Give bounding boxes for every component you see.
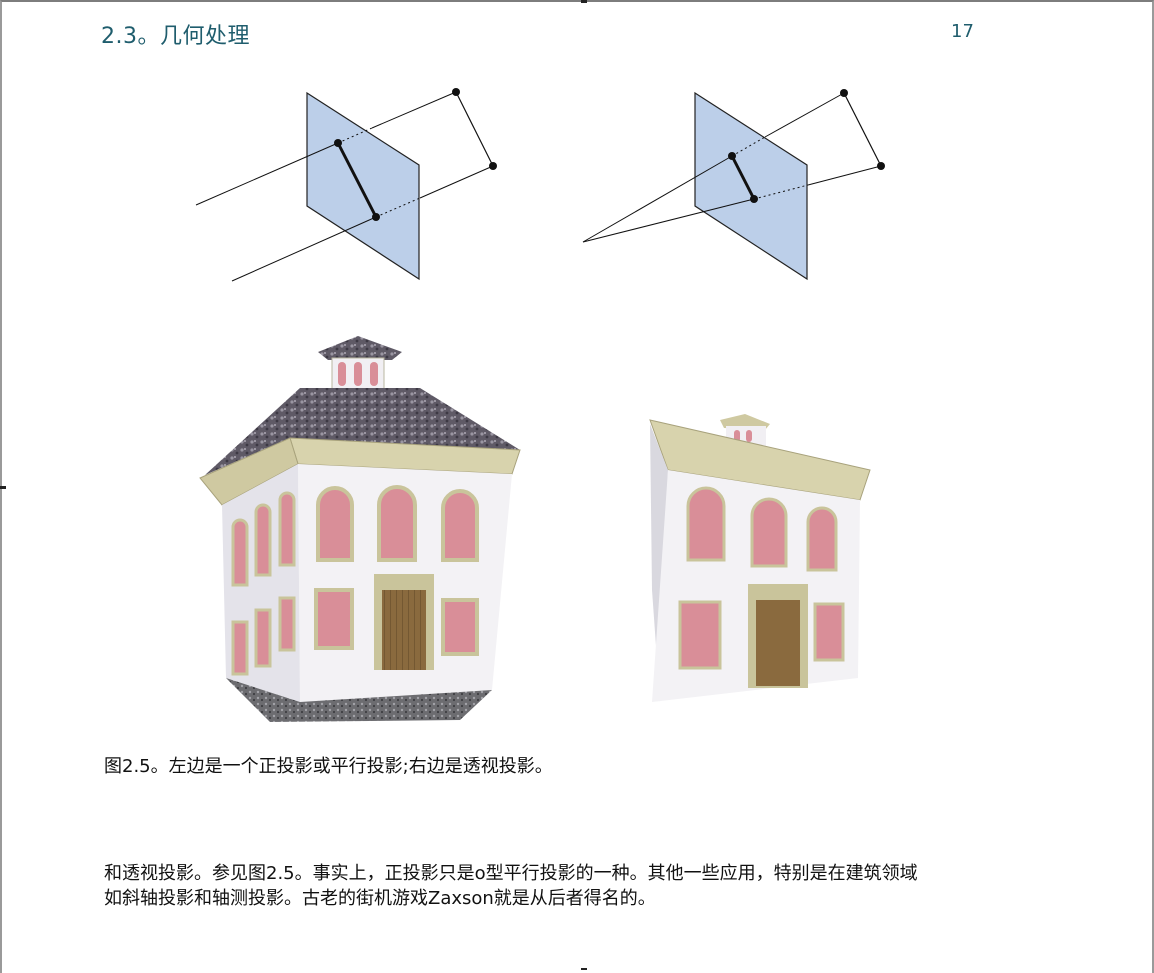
orthographic-projection-diagram — [195, 88, 497, 282]
projected-segment — [730, 155, 756, 200]
vertex-point — [750, 195, 758, 203]
projector-line — [195, 142, 339, 206]
house-perspective-illustration — [649, 414, 871, 702]
projector-line — [337, 127, 373, 144]
cupola — [318, 336, 402, 391]
page-edge-marker — [0, 486, 6, 489]
side-windows — [231, 491, 296, 676]
projection-plane — [306, 91, 420, 281]
page-edge-marker — [581, 0, 587, 3]
projection-plane — [694, 91, 808, 281]
house-orthographic-illustration — [199, 336, 521, 722]
vertex-point — [372, 213, 380, 221]
projector-line — [807, 165, 882, 186]
projector-line — [371, 91, 457, 129]
window-row-lower — [678, 600, 845, 670]
object-segment — [455, 91, 494, 167]
section-heading: 2.3。几何处理 — [101, 24, 250, 49]
vertex-point — [877, 162, 885, 170]
vertex-point — [452, 88, 460, 96]
projector-line — [764, 92, 845, 138]
projector-line — [731, 136, 766, 157]
vertex-point — [489, 162, 497, 170]
vertex-point — [840, 89, 848, 97]
body-line: 如斜轴投影和轴测投影。古老的街机游戏Zaxson就是从后者得名的。 — [104, 888, 656, 909]
page-edge-marker — [581, 968, 587, 970]
vertex-point — [728, 152, 736, 160]
window-row-upper — [316, 485, 479, 562]
vertex-point — [334, 139, 342, 147]
projection-diagrams — [195, 88, 885, 282]
projector-line — [231, 216, 377, 282]
projector-line — [753, 184, 809, 200]
projector-line — [582, 198, 755, 243]
perspective-projection-diagram — [582, 89, 885, 281]
wall-side — [650, 424, 668, 702]
projected-segment — [336, 142, 378, 218]
projector-line — [419, 165, 494, 199]
figure-caption: 图2.5。左边是一个正投影或平行投影;右边是透视投影。 — [104, 756, 553, 777]
window-row-lower — [314, 588, 479, 656]
object-segment — [843, 92, 882, 167]
front-door — [748, 584, 808, 688]
projector-line — [582, 155, 733, 243]
body-paragraph: 和透视投影。参见图2.5。事实上，正投影只是o型平行投影的一种。其他一些应用，特… — [104, 861, 918, 911]
window-row-upper — [686, 486, 838, 572]
page-number: 17 — [951, 21, 974, 42]
body-line: 和透视投影。参见图2.5。事实上，正投影只是o型平行投影的一种。其他一些应用，特… — [104, 863, 918, 884]
front-door — [374, 574, 434, 670]
ground-gravel — [226, 678, 492, 722]
